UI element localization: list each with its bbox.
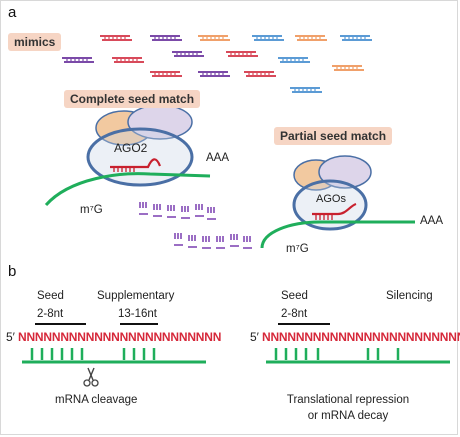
- supplementary-label: Supplementary: [97, 290, 175, 302]
- right-seed-label: Seed: [281, 290, 308, 302]
- left-five-prime: 5′: [6, 330, 15, 344]
- panel-b-letter: b: [8, 263, 17, 280]
- supplementary-range: 13-16nt: [118, 308, 158, 320]
- left-mirna-sequence: NNNNNNNNNNNNNNNNNNNNNNNN: [18, 330, 222, 344]
- mrna-strand-right: [260, 220, 415, 249]
- mimics-label: mimics: [8, 33, 62, 51]
- right-mirna-sequence: NNNNNNNNNNNNNNNNNNNNNNNN: [262, 330, 460, 344]
- right-seed-range: 2-8nt: [281, 308, 308, 320]
- right-five-prime: 5′: [250, 330, 259, 344]
- agos-complex: [292, 155, 372, 231]
- translational-repression-label: Translational repression: [286, 394, 410, 406]
- panel-a-letter: a: [8, 4, 17, 21]
- polya-tail-left: AAA: [206, 152, 230, 164]
- mrna-cleavage-label: mRNA cleavage: [55, 394, 138, 406]
- left-base-pairs: [30, 348, 156, 360]
- polya-tail-right: AAA: [420, 215, 444, 227]
- left-seed-label: Seed: [37, 290, 64, 302]
- mirna-ago2: [110, 158, 162, 172]
- cap-left: m⁷G: [80, 204, 103, 216]
- agos-label: AGOs: [316, 193, 346, 205]
- mrna-strand-left: [44, 172, 211, 207]
- right-base-pairs: [274, 348, 400, 360]
- partial-seed-match-label: Partial seed match: [274, 127, 393, 145]
- left-seed-range: 2-8nt: [37, 308, 64, 320]
- cap-right: m⁷G: [286, 243, 309, 255]
- ago2-label: AGO2: [114, 141, 148, 155]
- mirna-agos: [312, 202, 357, 220]
- complete-seed-match-label: Complete seed match: [64, 90, 201, 108]
- scissors-icon: [83, 367, 99, 387]
- mrna-decay-label: or mRNA decay: [307, 410, 389, 422]
- silencing-label: Silencing: [386, 290, 433, 302]
